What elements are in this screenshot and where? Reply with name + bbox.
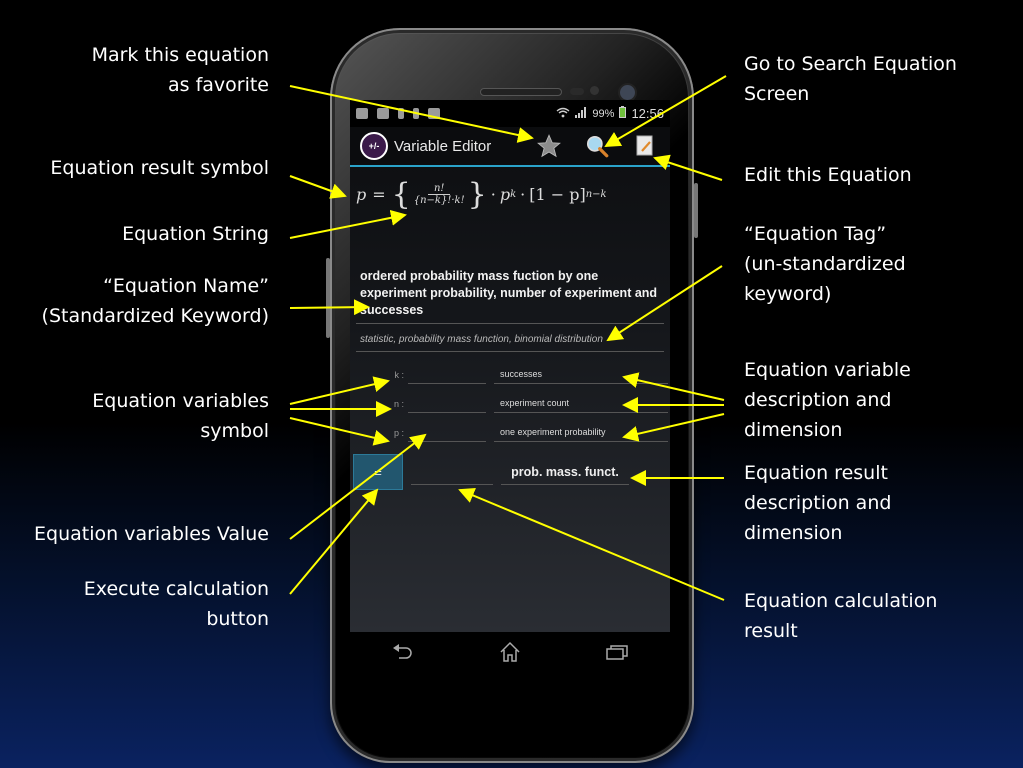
home-icon [500,641,520,662]
callout-favorite: Mark this equation as favorite [91,44,269,96]
chat-notification-icon [356,108,368,119]
term-one-minus-p: [1 − p] [529,185,586,204]
result-symbol: p [356,185,367,204]
favorite-button[interactable] [534,131,564,161]
battery-icon [619,106,627,121]
star-icon [537,134,561,158]
image-notification-icon [377,108,389,119]
numerator: n! [427,183,451,195]
variable-row-n: n : experiment count [350,389,670,418]
variable-value-input[interactable] [408,423,486,442]
battery-percent: 99% [592,107,615,120]
callout-equation-name: “Equation Name” (Standardized Keyword) [41,275,269,327]
app-title: Variable Editor [394,137,492,155]
callout-variables-value: Equation variables Value [34,523,269,545]
open-brace: { [391,176,411,212]
variable-description[interactable]: experiment count [494,394,668,413]
callout-variable-description: Equation variable description and dimens… [744,359,911,441]
signal-icon [575,106,587,121]
edit-button[interactable] [630,131,660,161]
exponent-k: k [510,189,517,200]
volume-button[interactable] [326,258,330,338]
variable-value-input[interactable] [408,394,486,413]
equals-sign: = [372,185,386,204]
clock: 12:56 [631,106,664,121]
callout-equation-tag: “Equation Tag” (un-standardized keyword) [744,223,906,305]
variable-symbol: k : [394,369,404,380]
variable-description[interactable]: one experiment probability [494,423,668,442]
term-p: p [499,185,511,204]
exponent-n-minus-k: n−k [585,189,607,200]
app-logo[interactable]: +/- [360,132,388,160]
callout-result-description: Equation result description and dimensio… [744,462,892,544]
dot-operator-2: · [520,185,526,204]
variable-value-input[interactable] [408,365,486,384]
light-sensor [590,86,599,95]
equation-tag-field[interactable]: statistic, probability mass function, bi… [356,328,664,352]
status-bar: 99% 12:56 [350,100,670,127]
callout-equation-string: Equation String [122,223,269,245]
equation-name-field[interactable]: ordered probability mass fuction by one … [356,264,664,324]
callout-edit: Edit this Equation [744,164,912,186]
callout-variables-symbol: Equation variables symbol [92,390,269,442]
edit-icon [636,135,653,156]
navigation-bar [350,632,670,676]
action-bar: +/- Variable Editor [350,127,670,167]
home-button[interactable] [498,641,522,668]
earpiece-speaker [480,88,562,96]
usb-icon [413,108,419,119]
callout-calculation-result: Equation calculation result [744,590,938,642]
callout-result-symbol: Equation result symbol [50,157,269,179]
execute-calculation-button[interactable]: = [353,454,403,490]
app-screen: 99% 12:56 +/- Variable Editor p = { n! {… [350,100,670,632]
result-row: = prob. mass. funct. [350,453,670,491]
variable-description[interactable]: successes [494,365,668,384]
recents-icon [605,644,628,660]
denominator: {n−k}!·k! [413,195,465,206]
search-button[interactable] [582,131,612,161]
back-button[interactable] [391,643,415,666]
callout-execute: Execute calculation button [83,578,269,630]
result-description[interactable]: prob. mass. funct. [501,460,629,485]
fraction: n! {n−k}!·k! [414,183,465,206]
variable-symbol: n : [393,398,404,409]
recents-button[interactable] [605,643,629,666]
close-brace: } [467,176,487,212]
result-value-field [411,460,493,485]
dot-operator: · [490,185,496,204]
search-icon [586,135,609,158]
variable-symbol: p : [393,427,404,438]
wifi-icon [556,106,570,121]
android-debug-icon [428,108,440,119]
sim-notification-icon [398,108,404,119]
variable-row-p: p : one experiment probability [350,418,670,447]
power-button[interactable] [694,183,698,238]
proximity-sensor [570,88,584,95]
callout-search: Go to Search Equation Screen [744,53,957,105]
back-icon [393,643,413,659]
variable-row-k: k : successes [350,360,670,389]
